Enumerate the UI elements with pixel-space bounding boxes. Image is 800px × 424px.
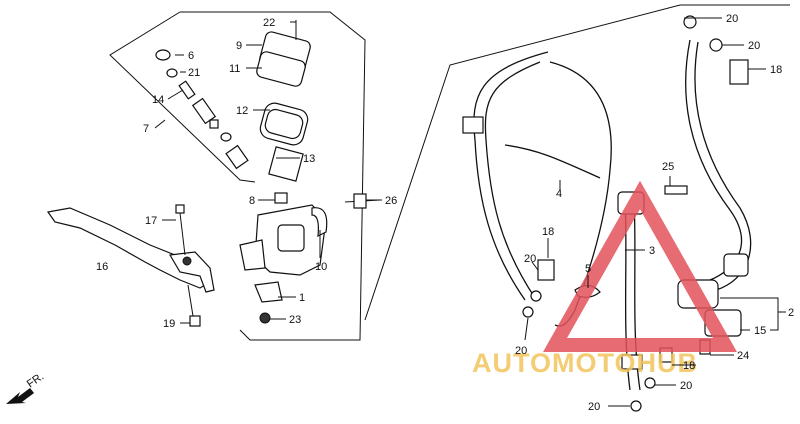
master-cylinder-body (239, 192, 328, 324)
front-direction-indicator: FR. (6, 370, 46, 404)
pivot-bolt-17 (175, 204, 186, 256)
callout-18-low: 18 (683, 360, 695, 372)
callout-7: 7 (143, 123, 149, 135)
callout-24: 24 (737, 350, 749, 362)
callout-5: 5 (585, 263, 591, 275)
callout-23: 23 (289, 314, 301, 326)
callout-8: 8 (249, 195, 255, 207)
callout-20-bottom1: 20 (680, 380, 692, 392)
master-cylinder-frame (109, 11, 366, 341)
watermark-text: AUTOMOTOHUB (472, 348, 698, 378)
callout-15: 15 (754, 325, 766, 337)
callout-25: 25 (662, 161, 674, 173)
callout-20-top1: 20 (726, 13, 738, 25)
hose-frame (364, 4, 790, 321)
leader-lines (154, 17, 786, 407)
pivot-nut-19 (187, 284, 201, 327)
callout-6: 6 (188, 50, 194, 62)
callout-1: 1 (299, 292, 305, 304)
watermark: AUTOMOTOHUB (472, 180, 738, 378)
callout-21: 21 (188, 67, 200, 79)
callout-9: 9 (236, 40, 242, 52)
callout-19: 19 (163, 318, 175, 330)
callout-22: 22 (263, 17, 275, 29)
callout-2: 2 (788, 307, 794, 319)
callout-20-mid: 20 (524, 253, 536, 265)
callout-18-mid: 18 (542, 226, 554, 238)
watermark-logo-icon (542, 180, 738, 352)
callout-4: 4 (556, 188, 562, 200)
brake-lever (46, 207, 215, 293)
callout-18-top: 18 (770, 64, 782, 76)
front-arrow-icon (6, 388, 34, 404)
callout-20-bottom2: 20 (588, 401, 600, 413)
callout-16: 16 (96, 261, 108, 273)
callout-3: 3 (649, 245, 655, 257)
callout-20-low: 20 (515, 345, 527, 357)
callout-11: 11 (229, 63, 240, 75)
callout-20-top2: 20 (748, 40, 760, 52)
callout-13: 13 (303, 153, 315, 165)
callout-10: 10 (315, 261, 327, 273)
banjo-bolt-26 (344, 193, 381, 209)
reservoir-cap-assembly (256, 20, 311, 182)
callout-14: 14 (152, 94, 164, 106)
callout-12: 12 (236, 105, 248, 117)
callout-labels: 22 9 11 12 13 8 6 21 14 7 17 16 19 10 1 … (96, 13, 794, 413)
callout-26: 26 (385, 195, 397, 207)
brake-hoses (473, 39, 752, 391)
callout-17: 17 (145, 215, 157, 227)
direction-label: FR. (25, 370, 46, 390)
piston-kit (155, 49, 249, 170)
